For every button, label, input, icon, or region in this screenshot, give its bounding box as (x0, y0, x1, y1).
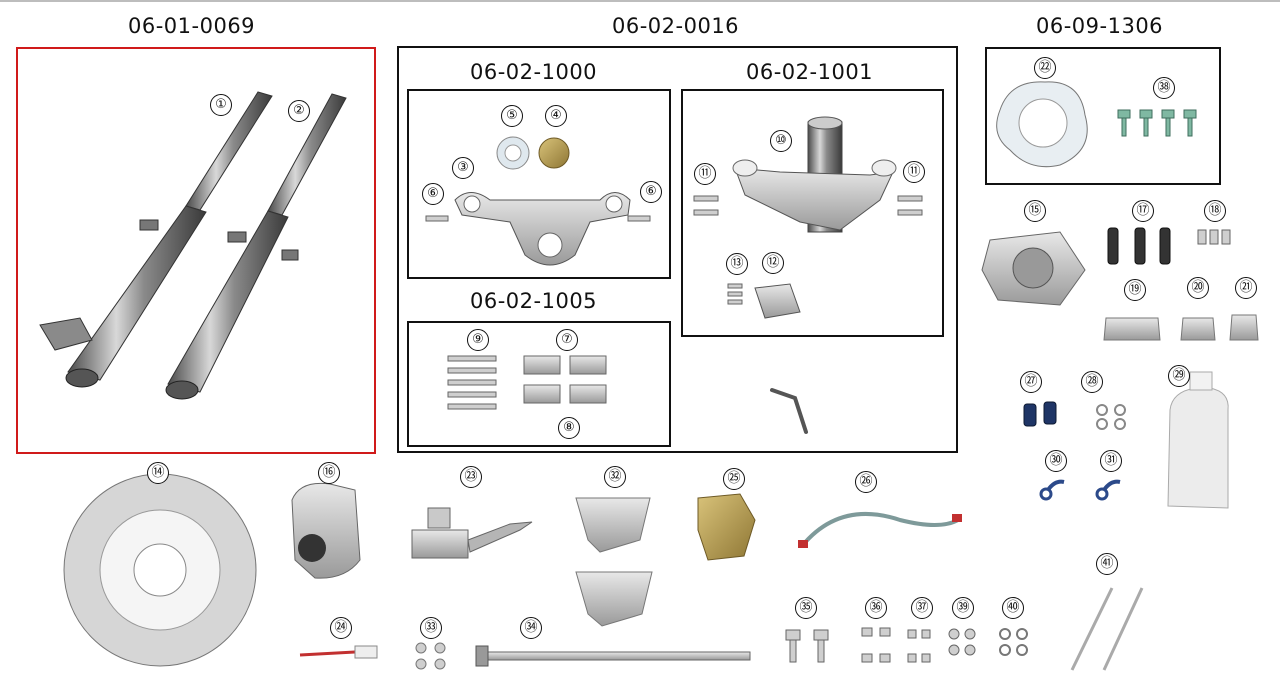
gasket-bolts (1117, 109, 1197, 137)
callout-29: ㉙ (1168, 365, 1190, 387)
upper-triple-clamp (454, 192, 631, 266)
spacer-19 (1103, 317, 1161, 341)
forks-frame (16, 47, 376, 454)
small-nuts (415, 642, 446, 670)
fork-oil-bottle (1167, 387, 1229, 509)
callout-18: ⑱ (1204, 200, 1226, 222)
allen-key (770, 388, 808, 434)
spacer-21 (1229, 314, 1259, 341)
callout-11b: ⑪ (903, 161, 925, 183)
code-gasket-kit: 06-09-1306 (1036, 14, 1164, 38)
caliper-bracket-b (575, 571, 653, 627)
callout-26: ㉖ (855, 471, 877, 493)
callout-36: ㊱ (865, 597, 887, 619)
callout-4: ④ (545, 105, 567, 127)
clamp-kit-frame (397, 46, 958, 453)
callout-34: ㉞ (520, 617, 542, 639)
brake-hose (800, 512, 959, 548)
callout-21: ㉑ (1235, 277, 1257, 299)
fork-tube-1 (39, 91, 273, 388)
code-upper-clamp: 06-02-1000 (470, 60, 598, 84)
callout-30: ㉚ (1045, 450, 1067, 472)
callout-9: ⑨ (467, 329, 489, 351)
callout-8: ⑧ (558, 417, 580, 439)
callout-3: ③ (452, 157, 474, 179)
callout-28: ㉘ (1081, 371, 1103, 393)
hub-bolts (1107, 227, 1171, 265)
callout-25: ㉕ (723, 468, 745, 490)
callout-15: ⑮ (1024, 200, 1046, 222)
handle-spacers-frame (407, 321, 671, 447)
copper-washers (1096, 404, 1126, 430)
master-cylinder (411, 507, 533, 559)
callout-14: ⑭ (147, 462, 169, 484)
tie-rod-a (1070, 587, 1114, 671)
callout-6b: ⑥ (640, 181, 662, 203)
callout-10: ⑩ (770, 130, 792, 152)
callout-32: ㉜ (604, 466, 626, 488)
callout-33: ㉝ (420, 617, 442, 639)
upper-clamp-frame (407, 89, 671, 279)
callout-12: ⑫ (762, 252, 784, 274)
brake-disc (63, 473, 257, 667)
lower-clamp-frame (681, 89, 944, 337)
handle-spacer-blocks (523, 355, 607, 404)
banjo-bolts (1023, 401, 1057, 427)
code-handle-spacers: 06-02-1005 (470, 289, 598, 313)
callout-35: ㉟ (795, 597, 817, 619)
top-rule (0, 0, 1280, 2)
callout-41: ㊶ (1096, 553, 1118, 575)
callout-20: ⑳ (1187, 277, 1209, 299)
callout-17: ⑰ (1132, 200, 1154, 222)
brake-switch (354, 645, 378, 659)
code-forks: 06-01-0069 (128, 14, 256, 38)
callout-19: ⑲ (1124, 279, 1146, 301)
callout-40: ㊵ (1002, 597, 1024, 619)
wheel-hub (291, 482, 361, 579)
brake-caliper (697, 493, 756, 561)
callout-31: ㉛ (1100, 450, 1122, 472)
gasket-kit-frame (985, 47, 1221, 185)
spacer-20 (1180, 317, 1216, 341)
stem-nut-part (538, 137, 570, 169)
lower-triple-clamp (732, 116, 897, 233)
hub-adapter (981, 231, 1086, 306)
callout-39: ㊴ (952, 597, 974, 619)
code-lower-clamp: 06-02-1001 (746, 60, 874, 84)
callout-11a: ⑪ (694, 163, 716, 185)
clamp-bolt-left (425, 215, 449, 222)
callout-13: ⑬ (726, 253, 748, 275)
fork-tube-2 (165, 93, 347, 400)
callout-2: ② (288, 100, 310, 122)
callout-23: ㉓ (460, 466, 482, 488)
callout-24: ㉔ (330, 617, 352, 639)
callout-16: ⑯ (318, 462, 340, 484)
clamp-bolt-right (627, 215, 651, 222)
spacer-bolts (447, 355, 497, 410)
callout-27: ㉗ (1020, 371, 1042, 393)
callout-22: ㉒ (1034, 57, 1056, 79)
callout-37: ㊲ (911, 597, 933, 619)
callout-6a: ⑥ (422, 183, 444, 205)
callout-5: ⑤ (501, 105, 523, 127)
callout-7: ⑦ (556, 329, 578, 351)
callout-1: ① (210, 94, 232, 116)
callout-38: ㊳ (1153, 77, 1175, 99)
front-axle (475, 645, 751, 667)
caliper-bracket-a (575, 497, 651, 553)
cable-guide-block (754, 283, 801, 319)
tie-rod-b (1102, 587, 1144, 671)
code-clamp-kit: 06-02-0016 (612, 14, 740, 38)
